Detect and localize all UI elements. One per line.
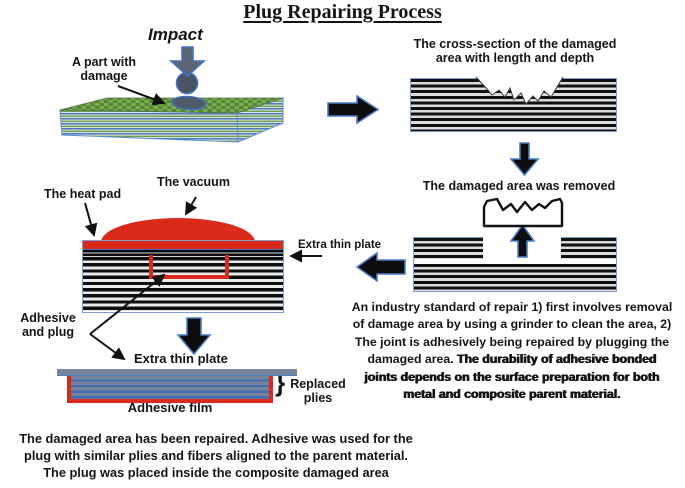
- adhesive-film-label: Adhesive film: [127, 400, 213, 415]
- heat-pad-layer: [83, 241, 283, 250]
- adhesive-and-plug-label: Adhesive and plug: [20, 311, 76, 339]
- plate-top-face: [59, 97, 284, 114]
- flow-arrow-down-left-column-icon: [176, 317, 212, 356]
- part-with-damage-label: A part with damage: [71, 55, 137, 83]
- impact-ball-icon: [175, 71, 199, 95]
- replaced-plies-stack: [71, 376, 269, 399]
- adhesive-film-outline: [67, 376, 273, 403]
- impact-arrow-icon: [168, 46, 207, 78]
- laminate-segment-left: [414, 238, 483, 259]
- page-title: Plug Repairing Process: [243, 1, 442, 23]
- heat-pad-annotation-arrow: [84, 202, 98, 237]
- vacuum-label: The vacuum: [157, 175, 230, 189]
- flow-arrow-left-icon: [355, 251, 406, 283]
- vacuum-bag-dome: [101, 218, 255, 242]
- extra-thin-plate-label-bottom: Extra thin plate: [134, 351, 228, 366]
- industry-note-bold: The durability of adhesive bonded joints…: [364, 352, 660, 402]
- vacuum-annotation-arrow: [185, 196, 198, 216]
- damage-spot: [171, 95, 207, 111]
- extra-thin-plate-layer: [83, 250, 283, 257]
- repair-laminate-block: [82, 240, 284, 313]
- plate-front-face: [59, 109, 239, 143]
- notched-laminate-block: [413, 235, 617, 292]
- plate-side-face: [236, 97, 284, 143]
- laminate-segment-right: [561, 238, 616, 259]
- cross-section-laminate-block: [410, 78, 617, 132]
- removed-piece-graphic: [482, 197, 564, 228]
- flow-arrow-down-right-column-icon: [509, 142, 540, 177]
- flow-arrow-right-icon: [327, 94, 380, 125]
- damaged-area-removed-caption: The damaged area was removed: [422, 179, 616, 193]
- heat-pad-label: The heat pad: [44, 187, 122, 201]
- industry-note-normal: An industry standard of repair 1) first …: [351, 300, 673, 367]
- replaced-plies-brace: }: [275, 367, 286, 397]
- composite-plate-graphic: [59, 95, 284, 143]
- adhesive-plug-outline: [149, 255, 229, 279]
- adhesive-plug-annotation-arrow-down: [89, 333, 126, 361]
- extra-thin-plate-label-top: Extra thin plate: [298, 239, 382, 251]
- repair-summary-text: The damaged area has been repaired. Adhe…: [19, 431, 413, 481]
- cross-section-caption: The cross-section of the damaged area wi…: [413, 37, 617, 65]
- industry-standard-note: An industry standard of repair 1) first …: [336, 299, 685, 403]
- removed-area-gap: [483, 235, 561, 260]
- replaced-plies-label: Replaced plies: [290, 377, 346, 405]
- extra-thin-plate-bar: [57, 369, 297, 376]
- impact-label: Impact: [148, 25, 203, 44]
- laminate-segment-bottom: [414, 264, 616, 291]
- damage-annotation-arrow: [117, 85, 166, 106]
